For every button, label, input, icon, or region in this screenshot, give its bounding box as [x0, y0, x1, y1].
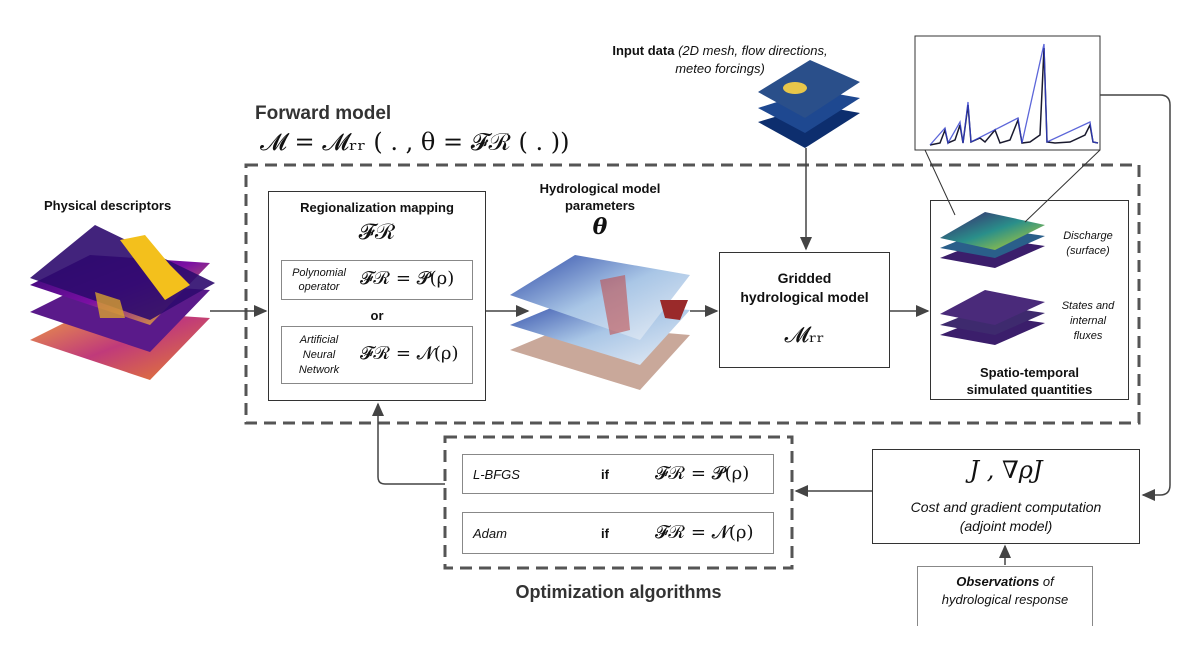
observations-label: Observations of hydrological response: [918, 573, 1092, 609]
discharge-label-1: Discharge: [1063, 230, 1113, 242]
cost-gradient-box: J , ∇ρJ Cost and gradient computation (a…: [872, 449, 1140, 544]
gridded-model-label-1: Gridded: [777, 270, 832, 286]
physical-descriptors-layers: [30, 225, 215, 380]
discharge-label-2: (surface): [1066, 245, 1110, 257]
cost-gradient-label: Cost and gradient computation (adjoint m…: [873, 498, 1139, 536]
optimization-title: Optimization algorithms: [515, 582, 722, 602]
algo-equation: 𝓕ℛ = 𝓟(ρ): [655, 463, 750, 484]
gridded-model-box: Gridded hydrological model 𝓜ᵣᵣ: [719, 252, 890, 368]
parameters-label-2: parameters: [564, 198, 636, 213]
simulated-quantities-box: Discharge (surface) States and internal …: [930, 200, 1129, 400]
polynomial-operator-box: Polynomial operator 𝓕ℛ = 𝓟(ρ): [281, 260, 473, 300]
discharge-label: Discharge (surface): [1053, 229, 1123, 259]
cost-gradient-symbol: J , ∇ρJ: [969, 456, 1043, 484]
parameters-symbol: θ: [592, 214, 608, 240]
observations-label-rest: of: [1039, 574, 1054, 589]
simulated-quantities-layers: [940, 212, 1045, 345]
ann-label-2: Neural: [302, 349, 336, 361]
observations-label-2: hydrological response: [941, 592, 1069, 607]
simulated-title-2: simulated quantities: [966, 382, 1093, 397]
gridded-model-symbol: 𝓜ᵣᵣ: [784, 323, 825, 348]
physical-descriptors-label: Physical descriptors: [44, 198, 172, 213]
algo-name: Adam: [473, 526, 507, 541]
algo-condition: if: [601, 467, 609, 482]
gridded-model-label: Gridded hydrological model: [720, 269, 889, 307]
or-label: or: [370, 308, 384, 323]
states-label: States and internal fluxes: [1053, 299, 1123, 344]
ann-label-3: Network: [298, 364, 340, 376]
polynomial-equation: 𝓕ℛ = 𝓟(ρ): [360, 268, 455, 289]
observations-box: Observations of hydrological response: [917, 566, 1093, 626]
algo-name: L-BFGS: [473, 467, 520, 482]
parameters-label-1: Hydrological model: [539, 181, 661, 196]
forward-model-dashed-frame: [244, 163, 1141, 425]
simulated-quantities-title: Spatio-temporal simulated quantities: [931, 364, 1128, 398]
parameter-maps-layers: [510, 255, 690, 390]
states-label-1: States and: [1061, 300, 1115, 312]
input-data-label: Input data (2D mesh, flow directions, me…: [575, 42, 865, 78]
forward-model-equation: 𝓜 = 𝓜ᵣᵣ ( . , θ = 𝓕ℛ ( . )): [260, 128, 570, 156]
polynomial-label-1: Polynomial: [292, 267, 346, 279]
ann-equation: 𝓕ℛ = 𝓝(ρ): [360, 343, 459, 364]
optimization-dashed-frame: [443, 435, 794, 570]
hydrograph-plot: [929, 43, 1099, 146]
algo-equation: 𝓕ℛ = 𝓝(ρ): [655, 522, 754, 543]
hydrograph-frame: [914, 35, 1101, 151]
forward-model-title: Forward model: [255, 103, 392, 124]
states-label-2: internal: [1069, 315, 1107, 327]
ann-label: Artificial Neural Network: [284, 333, 354, 378]
cost-label-1: Cost and gradient computation: [910, 499, 1102, 515]
polynomial-label-2: operator: [298, 281, 340, 293]
algo-condition: if: [601, 526, 609, 541]
polynomial-operator-label: Polynomial operator: [284, 266, 354, 294]
simulated-title-1: Spatio-temporal: [980, 365, 1079, 380]
ann-box: Artificial Neural Network 𝓕ℛ = 𝓝(ρ): [281, 326, 473, 384]
parameters-label: Hydrological model parameters: [515, 180, 685, 214]
optimization-row-adam: Adam if 𝓕ℛ = 𝓝(ρ): [462, 512, 774, 554]
regionalization-symbol: 𝓕ℛ: [358, 220, 396, 245]
input-data-label-rest: (2D mesh, flow directions,: [674, 43, 828, 58]
ann-label-1: Artificial: [299, 334, 339, 346]
states-label-3: fluxes: [1073, 330, 1103, 342]
optimization-row-lbfgs: L-BFGS if 𝓕ℛ = 𝓟(ρ): [462, 454, 774, 494]
regionalization-title: Regionalization mapping: [300, 200, 454, 215]
gridded-model-label-2: hydrological model: [740, 289, 869, 305]
observations-label-bold: Observations: [956, 574, 1040, 589]
input-data-layers: [758, 60, 860, 148]
regionalization-mapping-box: Regionalization mapping 𝓕ℛ Polynomial op…: [268, 191, 486, 401]
input-data-label-line2: meteo forcings): [675, 61, 765, 76]
input-data-label-bold: Input data: [612, 43, 675, 58]
cost-label-2: (adjoint model): [959, 518, 1053, 534]
